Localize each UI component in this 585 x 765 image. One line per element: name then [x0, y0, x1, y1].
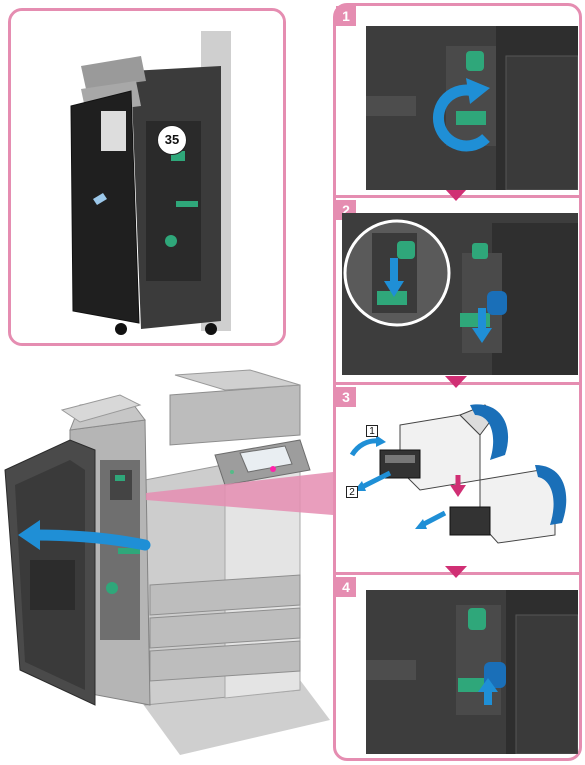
callout-number-badge: 35 — [157, 125, 187, 155]
staple-cartridge-old — [379, 404, 509, 491]
open-door-arrow — [18, 520, 151, 551]
step-3-label-1: 1 — [366, 425, 378, 437]
step-3-image — [349, 404, 567, 544]
pull-arrow-icon — [360, 470, 392, 490]
step-2-image — [342, 213, 578, 375]
step-4-image — [366, 590, 578, 754]
control-panel — [214, 439, 311, 486]
detail-view-panel: 35 — [8, 8, 286, 346]
copier-illustration — [4, 369, 330, 755]
lift-arrow-icon — [349, 438, 379, 457]
step-arrow-down-icon — [445, 566, 467, 578]
front-door[interactable] — [4, 439, 96, 706]
step-arrow-down-icon — [445, 189, 467, 201]
magnified-detail — [343, 219, 451, 327]
paper-trays — [149, 574, 301, 682]
step-arrow-down-icon — [445, 376, 467, 388]
step-4-number: 4 — [336, 577, 356, 597]
step-3-number: 3 — [336, 387, 356, 407]
finisher-detail-image — [11, 11, 283, 343]
rotate-arrow-icon — [432, 78, 490, 152]
insert-arrow-icon — [420, 510, 447, 528]
step-1-number: 1 — [336, 6, 356, 26]
step-1-image — [366, 26, 578, 190]
step-3-label-2: 2 — [346, 486, 358, 498]
staple-cartridge-new — [449, 465, 567, 544]
